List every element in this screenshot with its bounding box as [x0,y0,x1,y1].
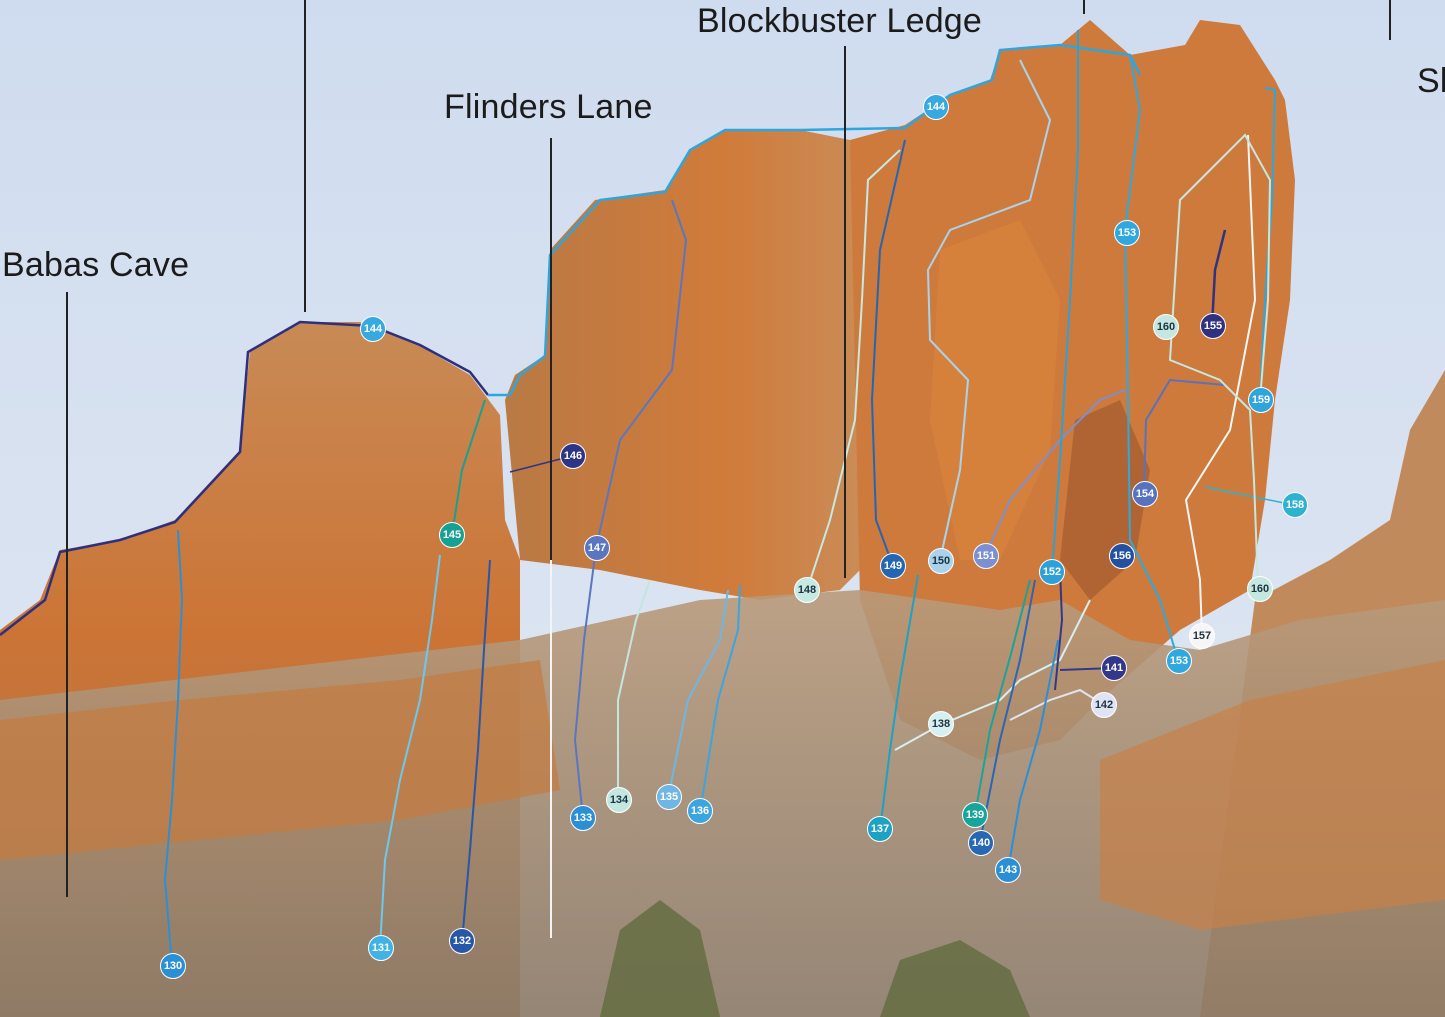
route-marker-146[interactable]: 146 [560,443,586,469]
route-marker-155[interactable]: 155 [1200,313,1226,339]
route-line-157 [1184,134,1257,637]
route-marker-135[interactable]: 135 [656,784,682,810]
route-line-147 [573,199,688,819]
leader-top-right [1389,0,1391,40]
route-marker-142[interactable]: 142 [1091,692,1117,718]
route-marker-159[interactable]: 159 [1248,387,1274,413]
route-line-159 [1259,87,1277,401]
route-marker-160-upper[interactable]: 160 [1153,314,1179,340]
bushes [600,900,1030,1017]
route-marker-147[interactable]: 147 [584,535,610,561]
route-marker-156[interactable]: 156 [1109,543,1135,569]
route-line-131 [379,554,441,949]
route-line-155 [1210,229,1227,327]
route-marker-130[interactable]: 130 [160,953,186,979]
flinders-buttress [505,130,870,600]
route-line-135 [667,589,729,799]
label-blockbuster-ledge: Blockbuster Ledge [697,2,983,40]
leader-top-middle [1083,0,1085,14]
route-line-154 [1143,378,1226,495]
route-marker-148[interactable]: 148 [794,577,820,603]
skyline-navy [0,320,489,636]
route-marker-150[interactable]: 150 [928,548,954,574]
route-line-130 [163,529,184,966]
label-right-cutoff: Sk [1417,62,1445,100]
label-flinders-lane: Flinders Lane [444,88,653,126]
route-marker-144-left[interactable]: 144 [360,316,386,342]
route-marker-153-lower[interactable]: 153 [1166,648,1192,674]
route-marker-153-upper[interactable]: 153 [1114,220,1140,246]
route-marker-139[interactable]: 139 [962,802,988,828]
label-babas-cave: Babas Cave [2,246,190,284]
route-marker-160-lower[interactable]: 160 [1247,576,1273,602]
route-marker-132[interactable]: 132 [449,928,475,954]
route-marker-145[interactable]: 145 [439,522,465,548]
route-marker-137[interactable]: 137 [867,816,893,842]
route-line-143 [1007,639,1059,871]
route-marker-158[interactable]: 158 [1282,492,1308,518]
leader-top-left [304,0,306,312]
leader-flinders-lane [550,138,552,938]
route-marker-151[interactable]: 151 [973,543,999,569]
route-line-140 [979,579,1036,843]
route-marker-152[interactable]: 152 [1039,559,1065,585]
route-line-148 [806,149,901,591]
route-marker-131[interactable]: 131 [368,935,394,961]
lower-orange-band [0,660,560,860]
main-headwall [850,20,1295,760]
route-line-151 [984,389,1126,557]
route-line-150 [926,59,1052,561]
route-marker-138[interactable]: 138 [928,711,954,737]
route-line-152 [1051,30,1079,573]
route-line-153 [1123,54,1179,661]
right-orange-band [1100,660,1445,930]
skyline-144 [488,43,1142,397]
route-marker-154[interactable]: 154 [1132,481,1158,507]
route-line-149 [870,139,906,567]
route-line-134 [617,579,651,800]
route-marker-133[interactable]: 133 [570,805,596,831]
route-line-145 [451,399,486,536]
route-line-136 [699,584,741,813]
route-line-160 [1168,133,1272,589]
route-marker-143[interactable]: 143 [995,857,1021,883]
route-marker-141[interactable]: 141 [1101,655,1127,681]
route-line-132 [461,559,491,943]
route-line-139 [974,579,1031,816]
route-marker-136[interactable]: 136 [687,798,713,824]
route-marker-149[interactable]: 149 [880,553,906,579]
leader-blockbuster-ledge [844,46,846,578]
leader-flinders-lane-lower [550,560,552,938]
route-line-137 [879,574,919,831]
orange-streak [930,220,1060,560]
route-marker-140[interactable]: 140 [968,830,994,856]
route-marker-144-right[interactable]: 144 [923,94,949,120]
leader-babas-cave [66,292,68,897]
route-marker-134[interactable]: 134 [606,787,632,813]
route-line-158 [1204,486,1295,506]
route-marker-157[interactable]: 157 [1189,623,1215,649]
